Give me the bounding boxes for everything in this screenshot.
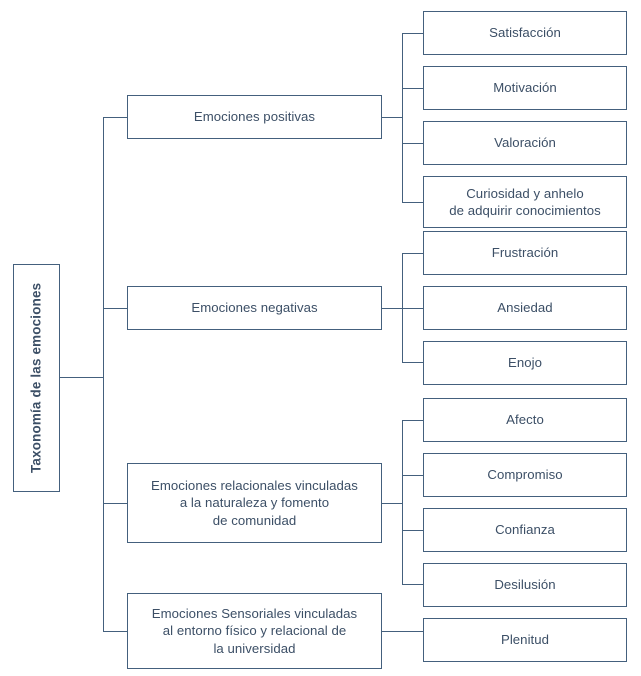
connector-leaf-motivacion xyxy=(402,88,424,90)
leaf-node-frustracion: Frustración xyxy=(423,231,627,275)
connector-leaf-ansiedad xyxy=(402,308,424,310)
connector-trunk-to-branch-3 xyxy=(103,631,128,633)
connector-leaf-valoracion xyxy=(402,143,424,145)
leaf-node-curiosidad: Curiosidad y anhelo de adquirir conocimi… xyxy=(423,176,627,228)
connector-leaf-compromiso xyxy=(402,475,424,477)
branch-node-label-multiline: Emociones relacionales vinculadas a la n… xyxy=(151,477,358,529)
leaf-node-label: Desilusión xyxy=(494,577,556,593)
branch-label-line-2: al entorno físico y relacional de xyxy=(162,623,347,639)
leaf-node-label: Confianza xyxy=(495,522,555,538)
connector-main-trunk xyxy=(103,117,105,632)
connector-branch-3-stem xyxy=(382,631,424,633)
connector-branch-0-trunk xyxy=(402,33,404,203)
leaf-label-line-2: de adquirir conocimientos xyxy=(449,203,601,218)
leaf-node-label: Valoración xyxy=(494,135,556,151)
connector-leaf-frustracion xyxy=(402,253,424,255)
leaf-node-label: Ansiedad xyxy=(497,300,553,316)
connector-leaf-confianza xyxy=(402,530,424,532)
leaf-node-afecto: Afecto xyxy=(423,398,627,442)
leaf-node-label-multiline: Curiosidad y anhelo de adquirir conocimi… xyxy=(449,185,601,220)
branch-node-emociones-sensoriales: Emociones Sensoriales vinculadas al ento… xyxy=(127,593,382,669)
root-node-taxonomy: Taxonomía de las emociones xyxy=(13,264,60,492)
branch-label-line-1: Emociones relacionales vinculadas xyxy=(151,477,358,493)
branch-label-line-3: de comunidad xyxy=(212,512,297,528)
leaf-node-valoracion: Valoración xyxy=(423,121,627,165)
leaf-node-label: Enojo xyxy=(508,355,542,371)
leaf-label-line-1: Curiosidad y anhelo xyxy=(466,185,584,201)
leaf-node-label: Satisfacción xyxy=(489,25,561,41)
leaf-node-label: Motivación xyxy=(493,80,557,96)
connector-leaf-enojo xyxy=(402,362,424,364)
branch-node-emociones-negativas: Emociones negativas xyxy=(127,286,382,330)
leaf-node-compromiso: Compromiso xyxy=(423,453,627,497)
leaf-node-label: Frustración xyxy=(491,245,559,261)
connector-trunk-to-branch-1 xyxy=(103,308,128,310)
branch-node-emociones-relacionales: Emociones relacionales vinculadas a la n… xyxy=(127,463,382,543)
leaf-node-enojo: Enojo xyxy=(423,341,627,385)
branch-label-line-1: Emociones Sensoriales vinculadas xyxy=(151,605,358,621)
branch-node-emociones-positivas: Emociones positivas xyxy=(127,95,382,139)
leaf-node-label: Compromiso xyxy=(487,467,563,483)
connector-leaf-desilusion xyxy=(402,584,424,586)
connector-branch-2-stem xyxy=(382,503,403,505)
leaf-node-label: Afecto xyxy=(506,412,544,428)
connector-branch-2-trunk xyxy=(402,420,404,585)
connector-trunk-to-branch-2 xyxy=(103,503,128,505)
branch-node-label: Emociones negativas xyxy=(191,300,318,316)
branch-label-line-2: a la naturaleza y fomento xyxy=(179,495,330,511)
branch-label-line-3: la universidad xyxy=(213,640,296,656)
branch-node-label: Emociones positivas xyxy=(193,109,316,125)
leaf-node-desilusion: Desilusión xyxy=(423,563,627,607)
connector-leaf-curiosidad xyxy=(402,202,424,204)
leaf-node-satisfaccion: Satisfacción xyxy=(423,11,627,55)
connector-branch-0-stem xyxy=(382,117,403,119)
root-node-label: Taxonomía de las emociones xyxy=(28,282,44,474)
connector-leaf-satisfaccion xyxy=(402,33,424,35)
leaf-node-label: Plenitud xyxy=(500,632,550,648)
leaf-node-plenitud: Plenitud xyxy=(423,618,627,662)
connector-leaf-afecto xyxy=(402,420,424,422)
leaf-node-confianza: Confianza xyxy=(423,508,627,552)
leaf-node-ansiedad: Ansiedad xyxy=(423,286,627,330)
connector-root-stem xyxy=(60,377,104,379)
connector-trunk-to-branch-0 xyxy=(103,117,128,119)
leaf-node-motivacion: Motivación xyxy=(423,66,627,110)
branch-node-label-multiline: Emociones Sensoriales vinculadas al ento… xyxy=(152,605,357,657)
connector-branch-1-stem xyxy=(382,308,403,310)
